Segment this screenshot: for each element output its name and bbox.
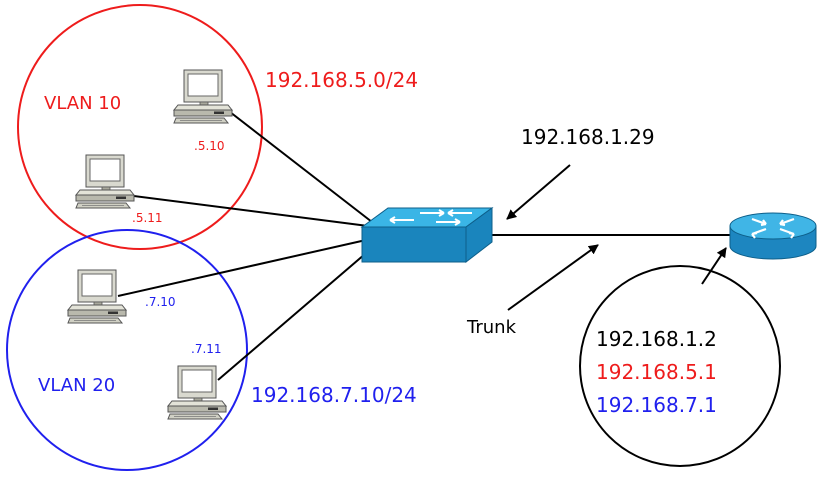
desktop-computer-icon[interactable] [67,269,127,324]
switch-ip-arrow [506,164,571,220]
desktop-computer-icon[interactable] [167,365,227,420]
link-pc-5-10 [229,111,373,223]
host-label-5-10: .5.10 [194,139,225,153]
desktop-computer-icon[interactable] [173,69,233,124]
link-pc-7-10 [117,239,367,297]
link-pc-5-11 [117,193,369,227]
vlan10-boundary [17,4,263,250]
vlan20-subnet: 192.168.7.10/24 [251,383,417,407]
vlan20-label: VLAN 20 [38,375,115,396]
router-icon[interactable] [729,212,817,260]
network-switch-icon[interactable] [360,207,494,264]
trunk-arrow [507,244,599,311]
router-address-3: 192.168.7.1 [596,393,717,417]
switch-ip-label: 192.168.1.29 [521,125,655,149]
vlan10-subnet: 192.168.5.0/24 [265,68,418,92]
vlan20-boundary [6,229,248,471]
trunk-label: Trunk [466,317,517,338]
router-address-callout [579,265,781,467]
host-label-7-10: .7.10 [145,295,176,309]
router-arrow [701,247,727,285]
link-pc-7-11 [217,247,373,381]
router-address-2: 192.168.5.1 [596,360,717,384]
vlan10-label: VLAN 10 [44,93,121,114]
host-label-7-11: .7.11 [191,342,222,356]
router-address-1: 192.168.1.2 [596,327,717,351]
desktop-computer-icon[interactable] [75,154,135,209]
host-label-5-11: .5.11 [132,211,163,225]
